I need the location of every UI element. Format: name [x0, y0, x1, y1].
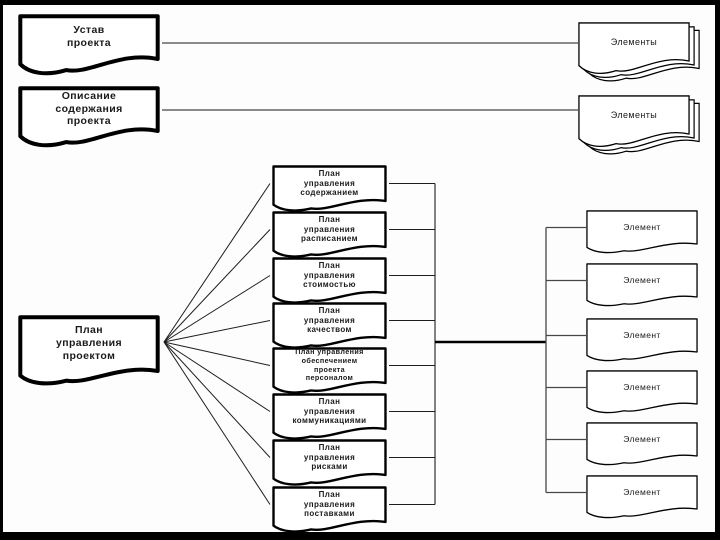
doc-label-line: План: [318, 442, 341, 452]
doc-label-line: расписанием: [301, 234, 358, 244]
doc-label-line: управления: [303, 452, 356, 462]
doc-label-line: качеством: [307, 325, 352, 335]
doc-label-line: Элемент: [623, 275, 661, 286]
doc-element-6: Элемент: [586, 475, 712, 524]
doc-elementy-stack-2: Элементы: [578, 95, 704, 155]
doc-label-line: План: [75, 324, 103, 337]
doc-label-line: управления: [55, 337, 123, 350]
doc-element-3: Элемент: [586, 318, 712, 367]
doc-label-line: рисками: [311, 462, 348, 472]
doc-elementy-stack-1: Элементы: [578, 22, 704, 82]
doc-label-line: обеспечением: [301, 355, 358, 365]
doc-label-line: управления: [303, 224, 356, 234]
doc-label-line: План: [318, 489, 341, 499]
doc-label-line: коммуникациями: [292, 416, 367, 426]
doc-element-4: Элемент: [586, 370, 712, 419]
doc-label-line: Элемент: [623, 222, 661, 233]
doc-label-line: Элемент: [623, 382, 661, 393]
doc-label-line: Описание: [61, 89, 117, 102]
doc-label-line: проекта: [66, 115, 112, 128]
doc-label-line: управления: [303, 315, 356, 325]
doc-element-1: Элемент: [586, 210, 712, 259]
doc-label-line: управления: [303, 406, 356, 416]
doc-label-line: Элемент: [623, 434, 661, 445]
doc-label-line: Устав: [73, 24, 105, 37]
doc-label-line: Элемент: [623, 487, 661, 498]
doc-label-line: содержания: [55, 102, 123, 115]
doc-label-line: управления: [303, 178, 356, 188]
doc-element-5: Элемент: [586, 422, 712, 471]
doc-label-line: управления: [303, 270, 356, 280]
doc-label-line: Элементы: [610, 109, 658, 120]
doc-label-line: управления: [303, 499, 356, 509]
doc-label-line: проекта: [313, 364, 346, 374]
doc-label-line: План: [318, 214, 341, 224]
doc-label-line: проекта: [66, 37, 112, 49]
doc-label-line: План управления: [295, 346, 364, 356]
doc-label-line: стоимостью: [303, 280, 356, 290]
doc-label-line: План: [318, 260, 341, 270]
doc-label-line: Элемент: [623, 330, 661, 341]
doc-label-line: проектом: [62, 349, 116, 362]
doc-label-line: План: [318, 396, 341, 406]
doc-label-line: План: [318, 305, 341, 315]
doc-label-line: поставками: [304, 509, 355, 519]
doc-label-line: персоналом: [305, 373, 354, 383]
doc-label-line: План: [318, 168, 341, 178]
doc-element-2: Элемент: [586, 263, 712, 312]
doc-label-line: Элементы: [610, 36, 658, 47]
doc-label-line: содержанием: [300, 188, 359, 198]
